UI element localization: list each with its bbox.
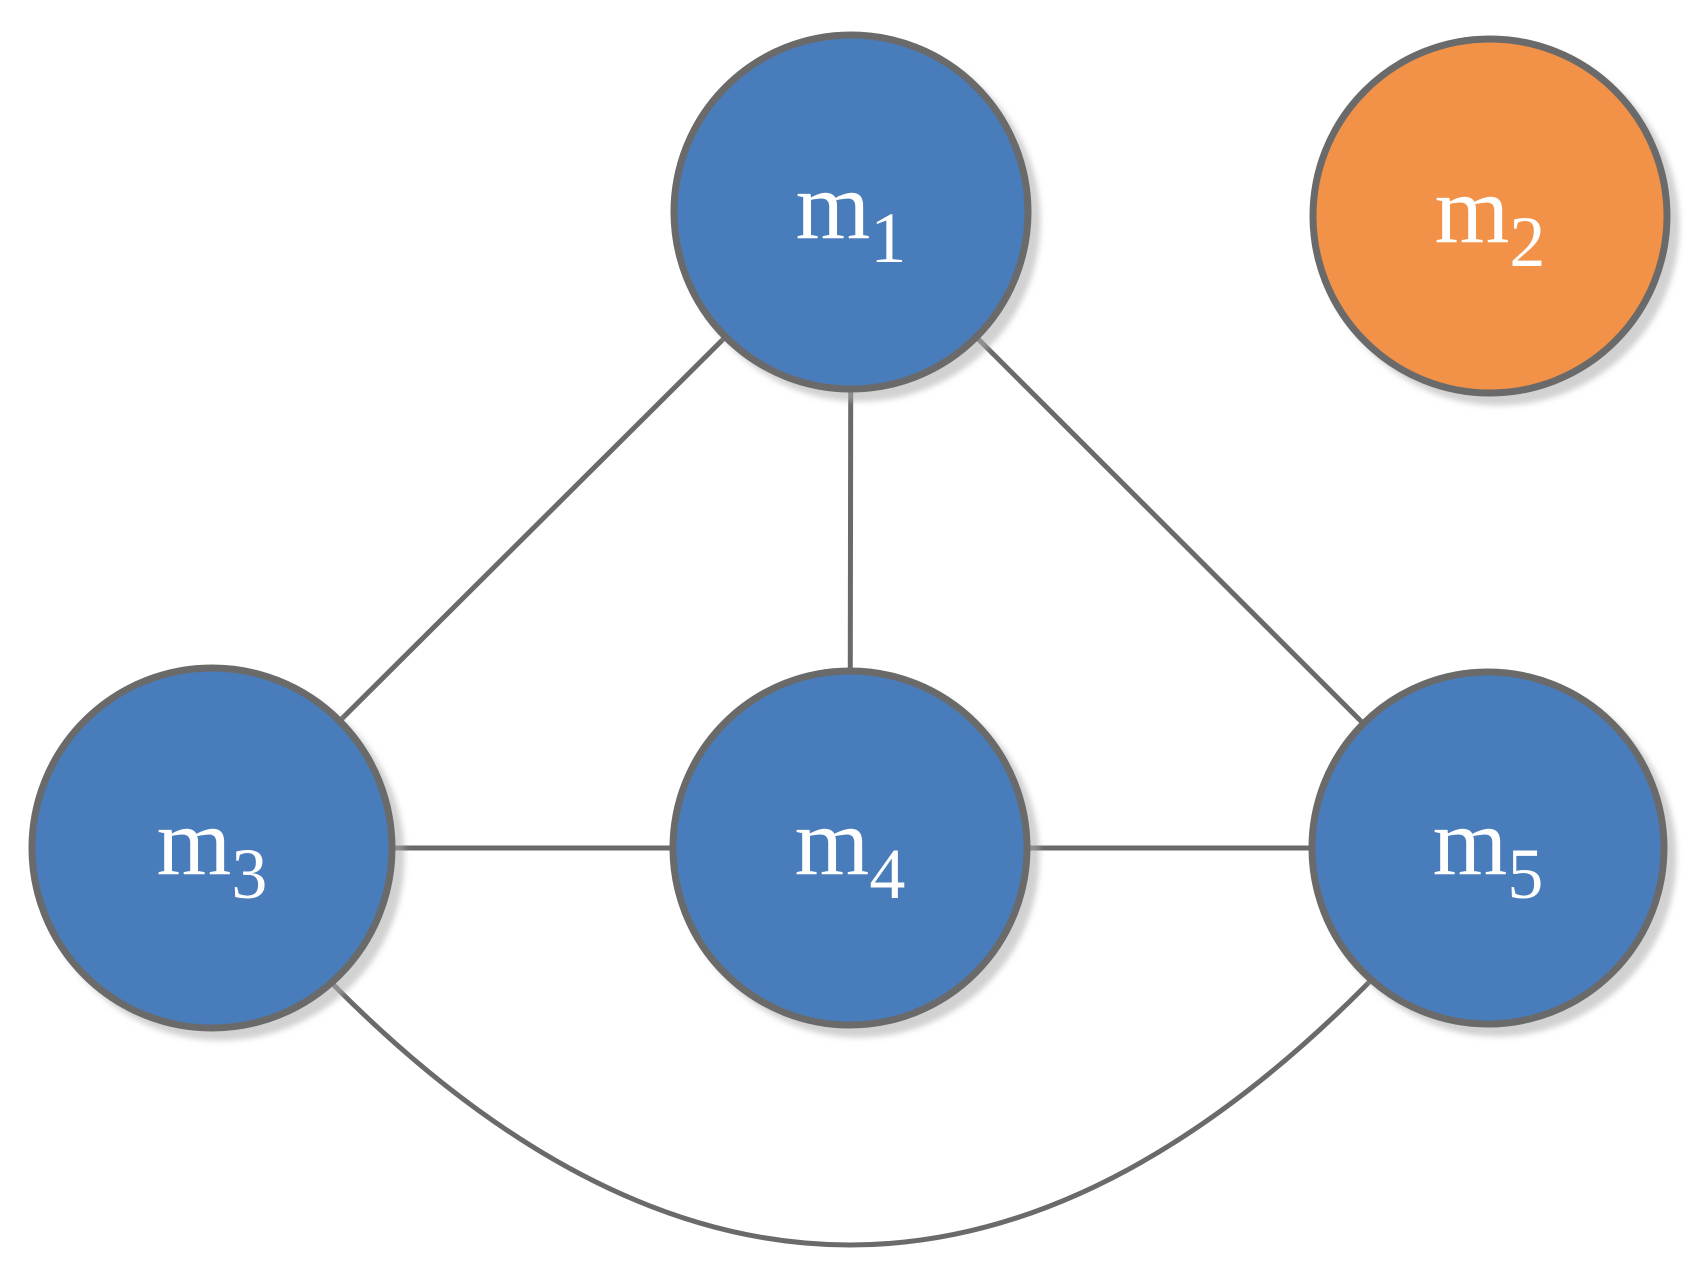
node-label-subscript-m2: 2 [1509,202,1545,282]
node-circle-m2 [1309,35,1671,397]
node-label-m1: m1 [796,152,907,278]
node-circle-m3 [28,664,396,1032]
node-label-subscript-m1: 1 [870,198,906,278]
node-label-main-m4: m [795,788,870,895]
node-label-m4: m4 [795,788,906,914]
node-m4: m4 [669,667,1031,1029]
node-m5: m5 [1308,668,1668,1028]
node-label-m3: m3 [157,788,268,914]
node-label-m2: m2 [1435,156,1546,282]
node-label-main-m3: m [157,788,232,895]
node-m2: m2 [1309,35,1671,397]
node-circle-m4 [669,667,1031,1029]
node-label-subscript-m4: 4 [869,834,905,914]
node-label-subscript-m3: 3 [231,834,267,914]
node-label-subscript-m5: 5 [1507,834,1543,914]
node-label-main-m5: m [1433,788,1508,895]
node-label-main-m2: m [1435,156,1510,263]
node-m1: m1 [670,31,1032,393]
node-circle-m1 [670,31,1032,393]
node-m3: m3 [28,664,396,1032]
edge-m3-m5 [210,846,1490,1248]
node-circle-m5 [1308,668,1668,1028]
node-label-m5: m5 [1433,788,1544,914]
node-label-main-m1: m [796,152,871,259]
